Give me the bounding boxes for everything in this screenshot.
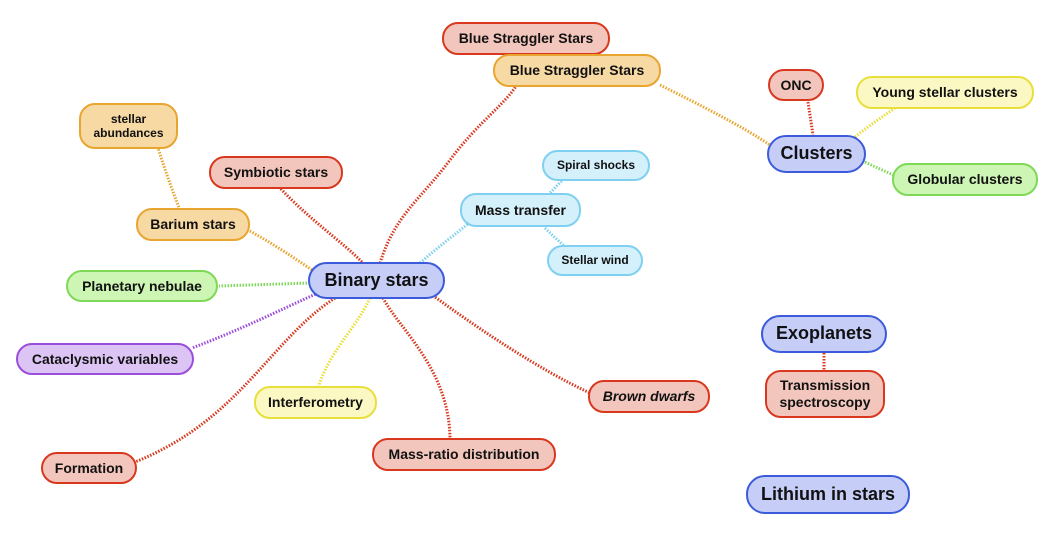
edge-binary-formation [134, 296, 336, 464]
node-barium-stars[interactable]: Barium stars [136, 208, 250, 241]
label: Spiral shocks [556, 158, 636, 173]
node-cataclysmic-variables[interactable]: Cataclysmic variables [16, 343, 194, 375]
label: Mass-ratio distribution [388, 446, 540, 463]
node-blue-straggler-stars-orange[interactable]: Blue Straggler Stars [493, 54, 661, 87]
label: Stellar wind [561, 253, 629, 268]
node-mass-ratio-distribution[interactable]: Mass-ratio distribution [372, 438, 556, 471]
edge-clusters-globular [864, 160, 894, 177]
label: Barium stars [150, 216, 236, 233]
label: Globular clusters [907, 171, 1023, 188]
label-line-1: stellar [110, 111, 147, 126]
edge-binary-interferometry [316, 297, 372, 389]
node-blue-straggler-stars-red[interactable]: Blue Straggler Stars [442, 22, 610, 55]
edge-clusters-young [854, 106, 896, 139]
label: Blue Straggler Stars [509, 62, 645, 79]
label: Planetary nebulae [82, 277, 202, 294]
node-mass-transfer[interactable]: Mass transfer [460, 193, 581, 227]
label: Formation [54, 459, 124, 476]
node-spiral-shocks[interactable]: Spiral shocks [542, 150, 650, 181]
edge-binary-cataclysmic [191, 291, 319, 350]
node-stellar-wind[interactable]: Stellar wind [547, 245, 643, 276]
node-young-stellar-clusters[interactable]: Young stellar clusters [856, 76, 1034, 109]
label: ONC [780, 76, 812, 93]
edge-clusters-onc [806, 101, 815, 136]
edge-binary-masstransfer [418, 220, 471, 265]
label: Mass transfer [474, 201, 567, 218]
node-globular-clusters[interactable]: Globular clusters [892, 163, 1038, 196]
node-brown-dwarfs[interactable]: Brown dwarfs [588, 380, 710, 413]
node-interferometry[interactable]: Interferometry [254, 386, 377, 419]
label: Interferometry [268, 394, 363, 411]
label: Young stellar clusters [872, 84, 1018, 101]
node-planetary-nebulae[interactable]: Planetary nebulae [66, 270, 218, 302]
edge-bss-clusters [659, 83, 771, 147]
label-line-2: spectroscopy [779, 394, 871, 410]
label-line-2: abundances [93, 126, 164, 140]
edge-binary-browndwarfs [427, 290, 591, 395]
edge-binary-barium [247, 228, 313, 272]
node-symbiotic-stars[interactable]: Symbiotic stars [209, 156, 343, 189]
edge-barium-abundances [156, 147, 182, 211]
label: Binary stars [324, 269, 429, 290]
node-lithium-in-stars[interactable]: Lithium in stars [746, 475, 910, 514]
edge-binary-bss [378, 82, 520, 264]
node-onc[interactable]: ONC [768, 69, 824, 101]
node-exoplanets[interactable]: Exoplanets [761, 315, 887, 353]
label: Clusters [780, 143, 853, 164]
node-clusters[interactable]: Clusters [767, 135, 866, 173]
label-line-1: Transmission [779, 377, 871, 394]
label: Brown dwarfs [602, 388, 696, 405]
edge-binary-symbiotic [278, 186, 364, 264]
label: Blue Straggler Stars [458, 30, 594, 47]
label: Lithium in stars [760, 483, 895, 504]
label: Cataclysmic variables [31, 350, 179, 367]
label: Exoplanets [775, 323, 873, 344]
edge-binary-planetary [218, 281, 311, 288]
label: Symbiotic stars [223, 164, 329, 181]
node-binary-stars[interactable]: Binary stars [308, 262, 445, 299]
node-formation[interactable]: Formation [41, 452, 137, 484]
edge-binary-massratio [381, 297, 452, 441]
